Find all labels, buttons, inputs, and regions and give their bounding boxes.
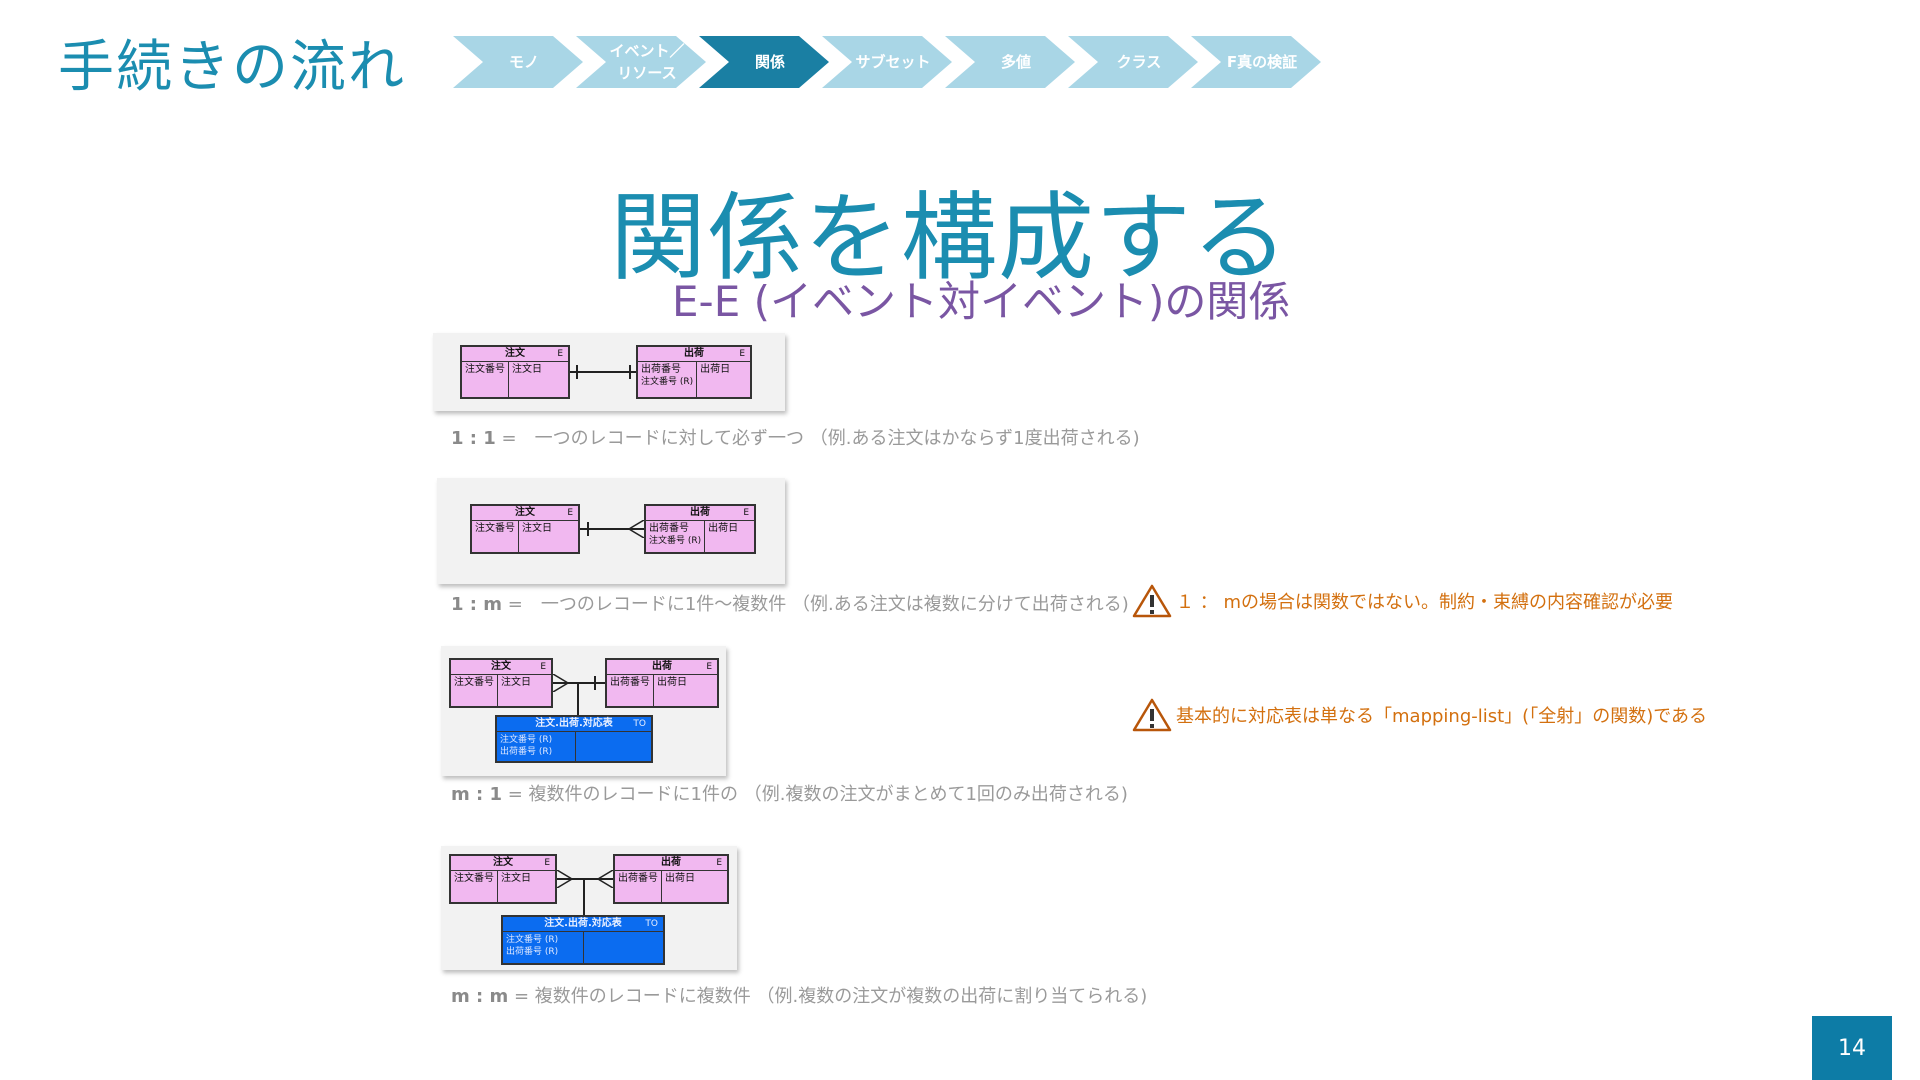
relation-line: [553, 682, 605, 684]
crowfoot-icon: [598, 870, 613, 888]
step-event-resource[interactable]: イベント／ リソース: [576, 36, 706, 88]
main-title: 関係を構成する: [610, 182, 1289, 294]
step-mono[interactable]: モノ: [453, 36, 583, 88]
warning-note: 基本的に対応表は単なる「mapping-list」(「全射」の関数)である: [1132, 698, 1707, 732]
relation-line: [577, 683, 579, 715]
step-subset[interactable]: サブセット: [822, 36, 952, 88]
relation-caption: 1 : m = 一つのレコードに1件～複数件 （例.ある注文は複数に分けて出荷さ…: [451, 594, 1129, 615]
relation-caption: m : 1 = 複数件のレコードに1件の （例.複数の注文がまとめて1回のみ出荷…: [451, 784, 1128, 805]
page-title: 手続きの流れ: [58, 35, 406, 100]
step-relation[interactable]: 関係: [699, 36, 829, 88]
one-tick: [576, 365, 578, 379]
relation-line: [570, 371, 636, 373]
one-tick: [594, 676, 596, 690]
page-number: 14: [1812, 1016, 1892, 1080]
relation-line: [557, 878, 613, 880]
warning-note: １ ： mの場合は関数ではない。制約・束縛の内容確認が必要: [1132, 584, 1673, 618]
step-f-verify[interactable]: F真の検証: [1191, 36, 1321, 88]
step-multivalue[interactable]: 多値: [945, 36, 1075, 88]
relation-caption: m : m = 複数件のレコードに複数件 （例.複数の注文が複数の出荷に割り当て…: [451, 986, 1148, 1007]
step-class[interactable]: クラス: [1068, 36, 1198, 88]
warning-triangle-icon: [1132, 584, 1172, 618]
warning-triangle-icon: [1132, 698, 1172, 732]
one-tick: [629, 365, 631, 379]
relation-line: [580, 528, 644, 530]
one-tick: [587, 522, 589, 536]
relation-line: [583, 879, 585, 915]
relation-caption: 1 : 1 = 一つのレコードに対して必ず一つ （例.ある注文はかならず1度出荷…: [451, 428, 1140, 449]
process-steps: モノ イベント／ リソース 関係 サブセット 多値 クラス F真の検証: [453, 36, 1323, 88]
subtitle: E-E (イベント対イベント)の関係: [672, 277, 1291, 326]
crowfoot-icon: [629, 520, 644, 538]
